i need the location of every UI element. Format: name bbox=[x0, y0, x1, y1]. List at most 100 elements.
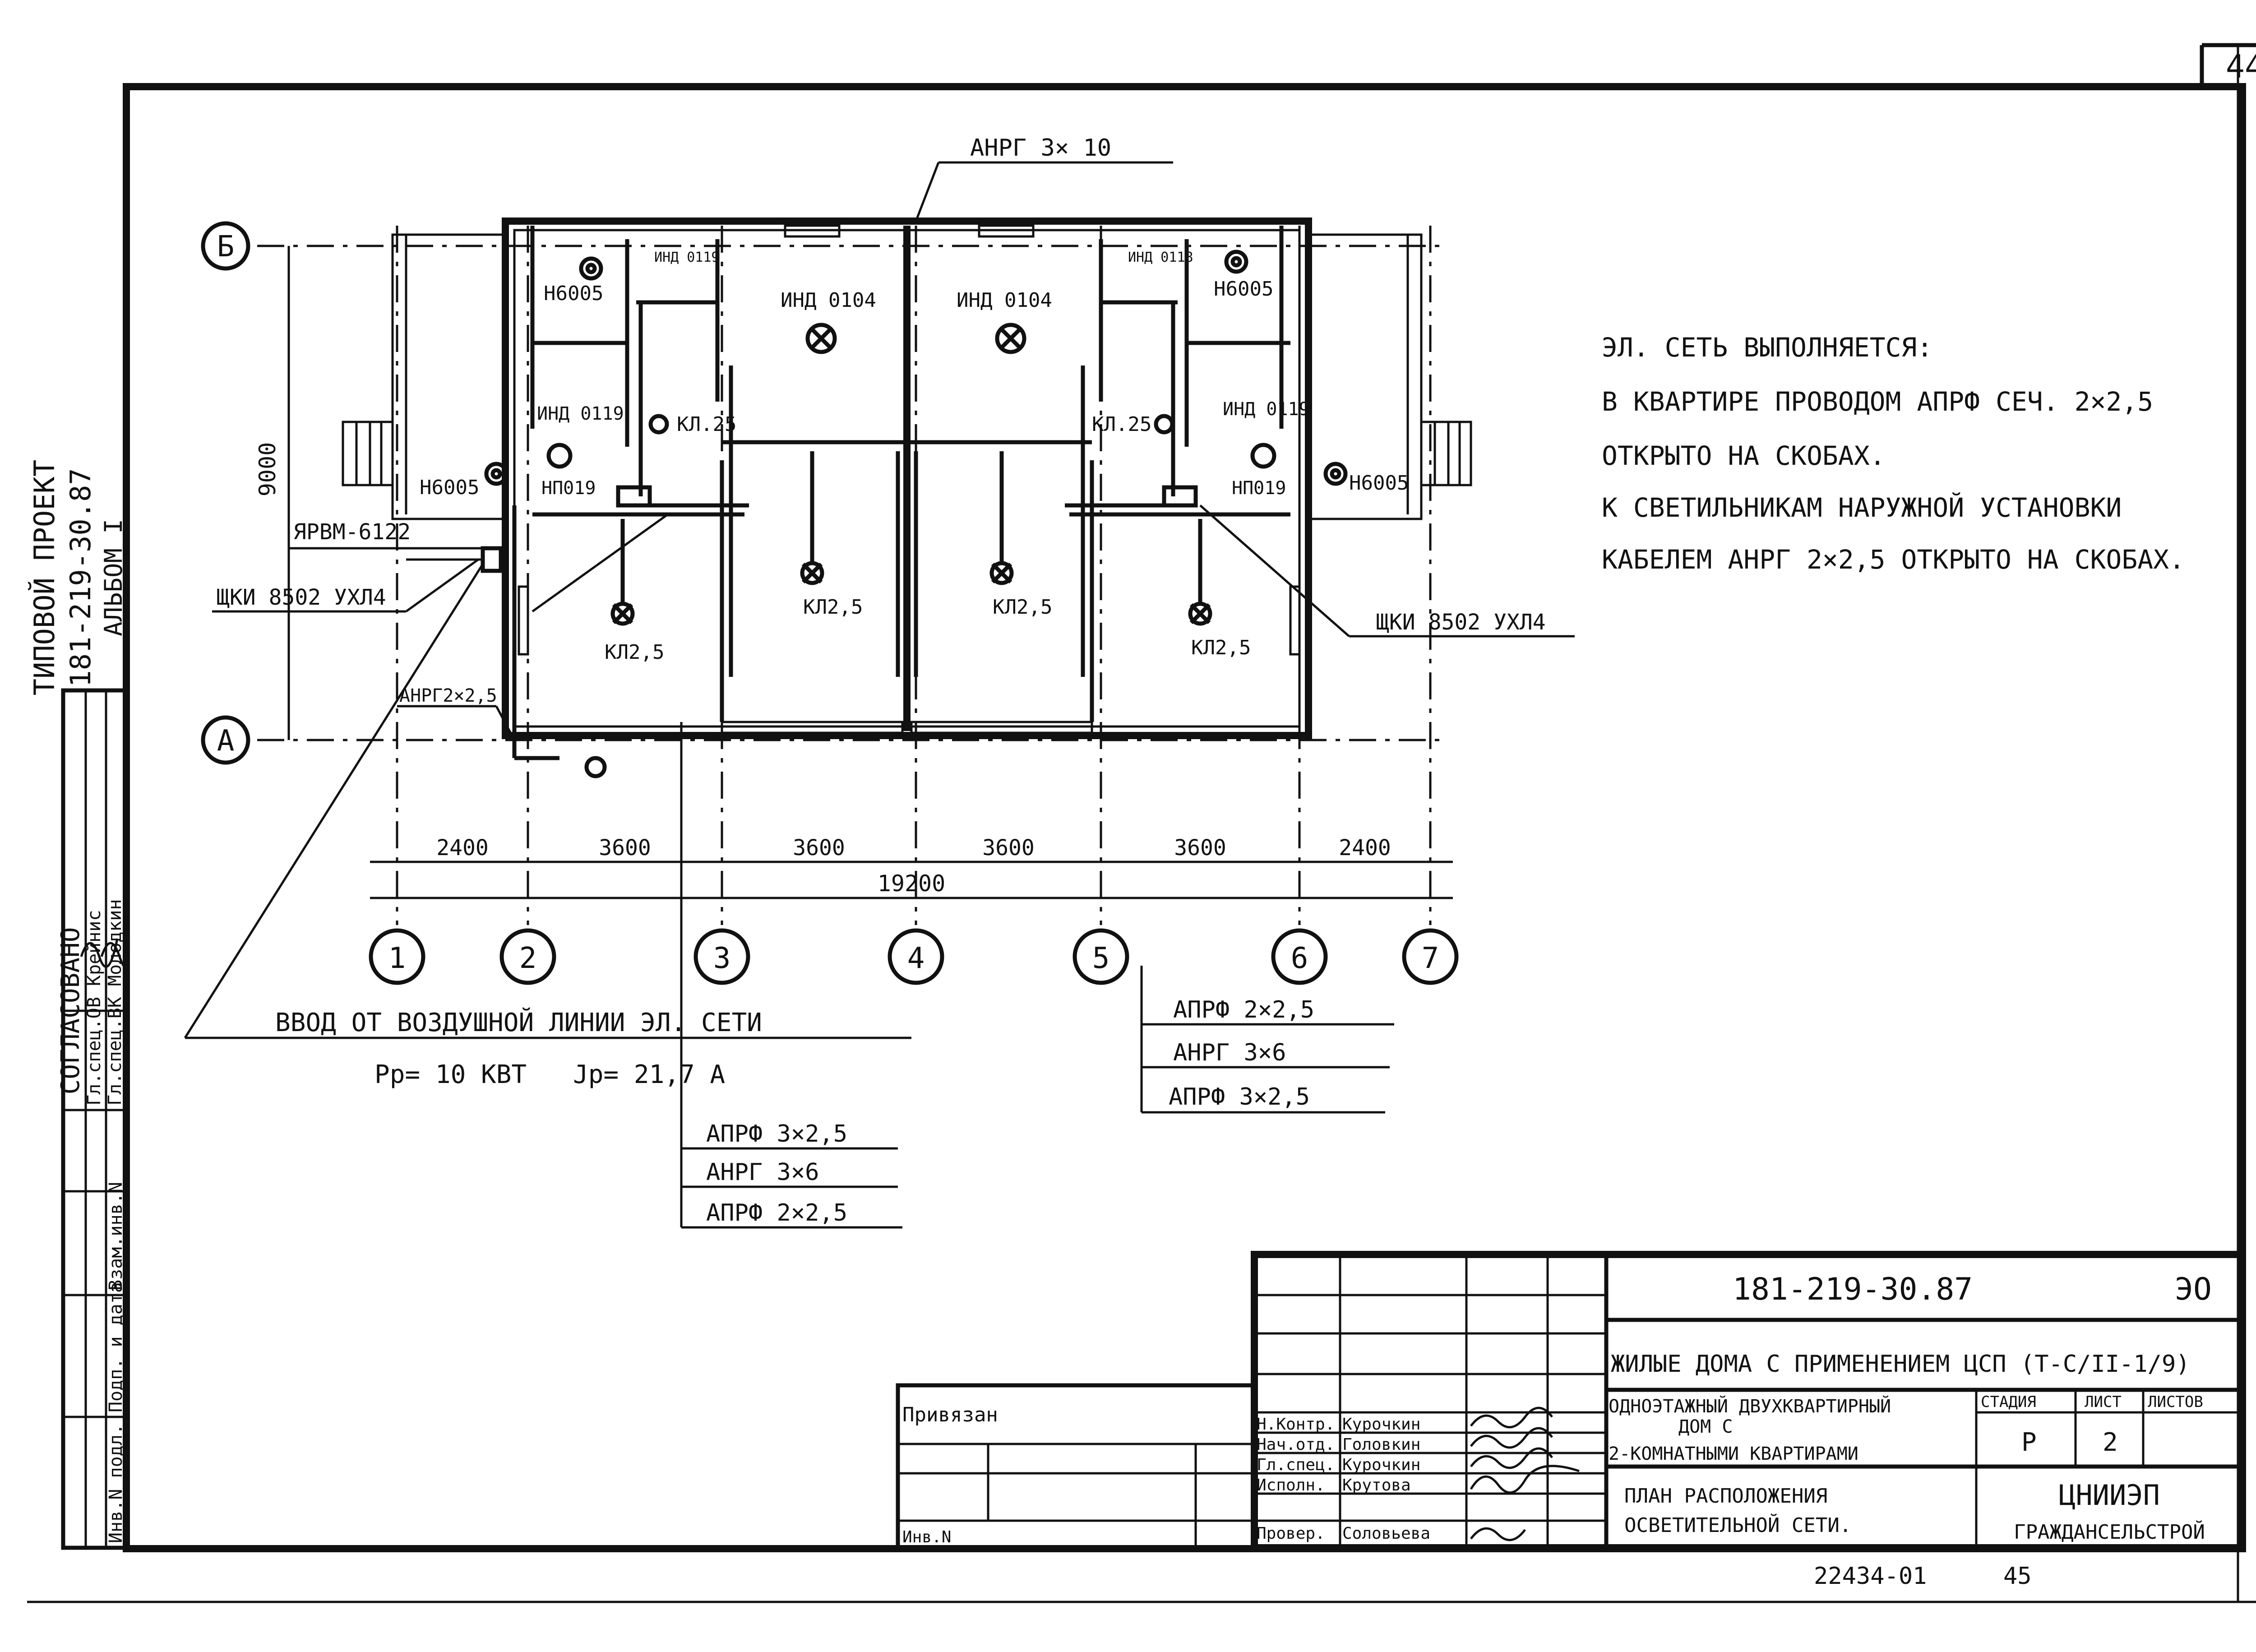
approval-cell-inv: Инв.N подл. bbox=[106, 1424, 126, 1543]
tb-name-2: Головкин bbox=[1342, 1435, 1420, 1454]
notes-title: ЭЛ. СЕТЬ ВЫПОЛНЯЕТСЯ: bbox=[1602, 332, 1932, 363]
approval-role1: Гл.спец.ОВ bbox=[84, 997, 105, 1106]
side-stamp-line2: 181-219-30.87 bbox=[64, 468, 97, 687]
fixture-n6005-br bbox=[1323, 462, 1348, 486]
tb-org-1: ЦНИИЭП bbox=[2059, 1479, 2160, 1512]
label-n6005-br: Н6005 bbox=[1349, 472, 1409, 495]
approval-block bbox=[61, 688, 129, 1550]
panel-box-left-label: ЯРВМ-6122 bbox=[293, 519, 411, 545]
tb-series: ЖИЛЫЕ ДОМА С ПРИМЕНЕНИЕМ ЦСП (Т-С/II-1/9… bbox=[1611, 1351, 2190, 1378]
fixture-kl25-mid-left bbox=[800, 561, 824, 585]
label-kl2_5-mid-left: КЛ2,5 bbox=[803, 596, 863, 619]
tb-sheet-title-2: ОСВЕТИТЕЛЬНОЙ СЕТИ. bbox=[1624, 1513, 1851, 1537]
notes-line4: КАБЕЛЕМ АНРГ 2×2,5 ОТКРЫТО НА СКОБАХ. bbox=[1602, 544, 2185, 575]
wiring bbox=[512, 226, 1284, 760]
fixture-n6005-bl bbox=[484, 462, 509, 486]
tb-name-4: Крутова bbox=[1342, 1476, 1411, 1495]
input-title: ВВОД ОТ ВОЗДУШНОЙ ЛИНИИ ЭЛ. СЕТИ bbox=[275, 1008, 762, 1037]
label-kl25-right: КЛ.25 bbox=[1092, 413, 1151, 436]
label-n6005-tl: Н6005 bbox=[544, 282, 603, 305]
tb-footer-code: 22434-01 bbox=[1814, 1563, 1927, 1590]
dim-4: 3600 bbox=[982, 835, 1035, 861]
fixture-n6005-tr bbox=[1224, 250, 1248, 274]
approval-name2: Молодкин bbox=[105, 899, 125, 986]
label-ind0118-top: ИНД 0118 bbox=[1128, 250, 1193, 265]
axis-num-1: 1 bbox=[388, 942, 406, 975]
side-stamp-line3: АЛЬБОМ I bbox=[99, 519, 128, 636]
cable-group2-line3: АПРФ 2×2,5 bbox=[706, 1199, 847, 1226]
main-cable-label: АНРГ 3× 10 bbox=[970, 134, 1111, 162]
tb-object-2: ДОМ С bbox=[1678, 1416, 1733, 1437]
label-n6005-bl: Н6005 bbox=[420, 476, 479, 499]
cable-group2-line1: АПРФ 3×2,5 bbox=[706, 1120, 847, 1148]
tb-stage-label: СТАДИЯ bbox=[1981, 1393, 2036, 1411]
tb-org-2: ГРАЖДАНСЕЛЬСТРОЙ bbox=[2014, 1520, 2205, 1544]
label-np019-right: НП019 bbox=[1232, 478, 1286, 499]
label-kl25-left: КЛ.25 bbox=[677, 413, 736, 436]
tb-sheet: 2 bbox=[2103, 1428, 2118, 1457]
dim-5: 3600 bbox=[1174, 835, 1226, 861]
tb-role-3: Гл.спец. bbox=[1257, 1456, 1335, 1474]
dim-6: 2400 bbox=[1339, 835, 1391, 861]
label-ind0119-right: ИНД 0119 bbox=[1223, 399, 1310, 420]
panel-left-label: ЩКИ 8502 УХЛ4 bbox=[217, 585, 386, 610]
label-ind0104-left: ИНД 0104 bbox=[781, 289, 876, 312]
title-block bbox=[896, 1251, 2246, 1551]
panel-right-label: ЩКИ 8502 УХЛ4 bbox=[1376, 610, 1546, 635]
tb-code: 181-219-30.87 bbox=[1733, 1272, 1973, 1307]
label-kl2_5-room-left: КЛ2,5 bbox=[605, 641, 664, 664]
fixture-n6005-tl bbox=[579, 256, 603, 281]
axis-num-2: 2 bbox=[519, 942, 537, 975]
dim-total: 19200 bbox=[878, 870, 946, 897]
cable-group1-line2: АНРГ 3×6 bbox=[1173, 1039, 1286, 1066]
approval-cell-signdate: Подп. и дата bbox=[106, 1282, 126, 1412]
axis-num-3: 3 bbox=[713, 942, 731, 975]
tb-inv: Инв.N bbox=[902, 1528, 951, 1546]
tb-sheet-mark: ЭО bbox=[2175, 1272, 2212, 1307]
fixture-ind0104-left bbox=[805, 323, 837, 354]
tb-stage: Р bbox=[2021, 1428, 2037, 1457]
input-power: Pр= 10 КВТ bbox=[374, 1060, 527, 1089]
approval-row2: Гл.спец.ВК Молодкин bbox=[105, 899, 125, 1106]
dim-3: 3600 bbox=[793, 835, 845, 861]
tb-name-3: Курочкин bbox=[1342, 1456, 1420, 1474]
tb-name-1: Курочкин bbox=[1342, 1415, 1420, 1434]
height-dimension: 9000 bbox=[254, 442, 281, 496]
cable-group1-line1: АПРФ 2×2,5 bbox=[1173, 996, 1314, 1023]
input-cable-label: АНРГ2×2,5 bbox=[399, 685, 497, 706]
dimension-lines bbox=[370, 861, 1453, 899]
notes-line2: ОТКРЫТО НА СКОБАХ. bbox=[1602, 440, 1886, 471]
approval-title: СОГЛАСОВАНО bbox=[56, 927, 85, 1095]
label-np019-left: НП019 bbox=[541, 478, 596, 499]
tb-role-4: Исполн. bbox=[1257, 1476, 1325, 1495]
fixture-kl25-mid-right bbox=[989, 561, 1014, 585]
tb-object-3: 2-КОМНАТНЫМИ КВАРТИРАМИ bbox=[1609, 1444, 1858, 1464]
notes-line3: К СВЕТИЛЬНИКАМ НАРУЖНОЙ УСТАНОВКИ bbox=[1602, 492, 2122, 523]
label-kl2_5-mid-right: КЛ2,5 bbox=[993, 596, 1052, 619]
axis-letter-b: Б bbox=[217, 230, 235, 264]
tb-role-2: Нач.отд. bbox=[1257, 1435, 1335, 1454]
notes-line1: В КВАРТИРЕ ПРОВОДОМ АПРФ СЕЧ. 2×2,5 bbox=[1602, 386, 2153, 417]
axis-num-5: 5 bbox=[1092, 942, 1110, 975]
fixture-ind0104-right bbox=[995, 323, 1026, 354]
cable-group2-line2: АНРГ 3×6 bbox=[706, 1159, 819, 1186]
approval-row1: Гл.спец.ОВ Крейнис bbox=[84, 910, 105, 1106]
tb-bound: Привязан bbox=[902, 1403, 998, 1426]
notes: ЭЛ. СЕТЬ ВЫПОЛНЯЕТСЯ: В КВАРТИРЕ ПРОВОДО… bbox=[1602, 332, 2185, 575]
axis-lines bbox=[257, 226, 1444, 925]
fixtures bbox=[481, 250, 1348, 626]
dim-2: 3600 bbox=[599, 835, 651, 861]
axis-num-7: 7 bbox=[1422, 942, 1439, 975]
fixture-kl25-room-left bbox=[610, 602, 635, 626]
side-stamp-line1: ТИПОВОЙ ПРОЕКТ bbox=[28, 460, 61, 696]
label-ind0104-right: ИНД 0104 bbox=[957, 289, 1052, 312]
approval-role2: Гл.спец.ВК bbox=[105, 997, 125, 1106]
axis-num-6: 6 bbox=[1291, 942, 1308, 975]
axis-letter-a: А bbox=[217, 724, 235, 758]
panel-box-left bbox=[481, 546, 503, 573]
cable-group1-line3: АПРФ 3×2,5 bbox=[1169, 1083, 1310, 1111]
floor-plan bbox=[342, 217, 1472, 739]
tb-role-5: Провер. bbox=[1257, 1524, 1325, 1543]
side-stamp: ТИПОВОЙ ПРОЕКТ 181-219-30.87 АЛЬБОМ I bbox=[28, 460, 128, 696]
